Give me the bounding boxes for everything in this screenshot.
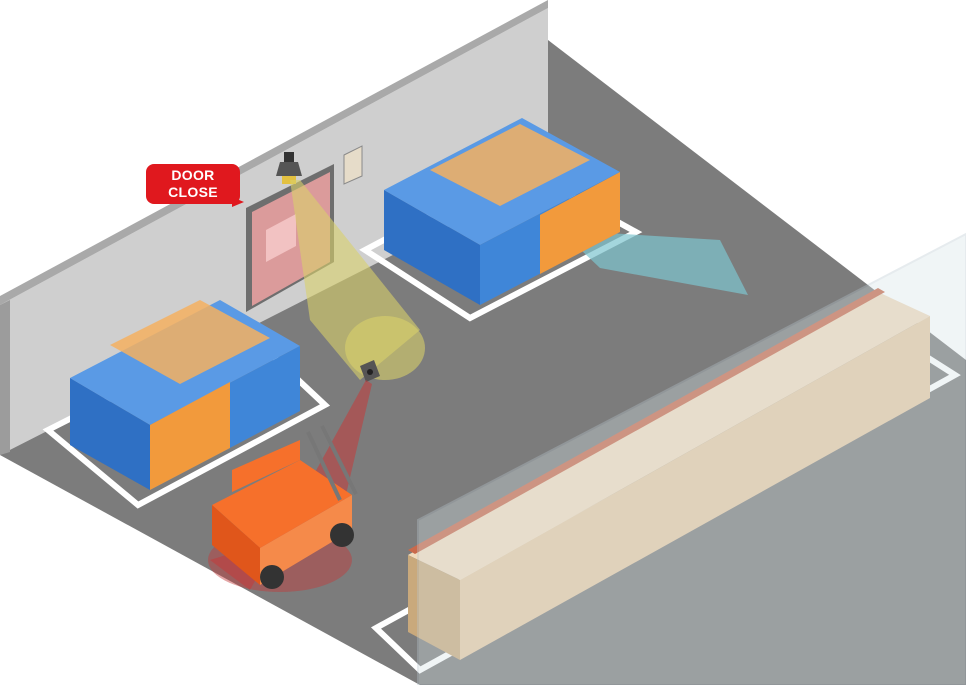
wall-panel-icon <box>343 145 363 185</box>
pallet-stack-left <box>70 300 300 490</box>
camera-beam-footprint <box>345 316 425 380</box>
ceiling-camera-icon <box>276 152 302 184</box>
forklift-detection-beam <box>210 380 372 590</box>
door-status-line2: CLOSE <box>168 184 218 200</box>
door-status-pointer-icon <box>232 197 244 207</box>
forklift <box>212 425 358 589</box>
door-status-line1: DOOR <box>171 167 215 183</box>
carton-row <box>408 288 930 660</box>
pallet-stack-right <box>384 118 620 305</box>
wall-end-cap <box>0 300 10 455</box>
door-window <box>266 214 296 262</box>
glass-partition <box>417 232 966 685</box>
back-left-wall-top <box>0 0 548 305</box>
floor-sensor-icon <box>360 360 380 382</box>
pallet-sensor-beam <box>560 230 748 295</box>
door-status-label: DOOR CLOSE <box>146 164 240 204</box>
